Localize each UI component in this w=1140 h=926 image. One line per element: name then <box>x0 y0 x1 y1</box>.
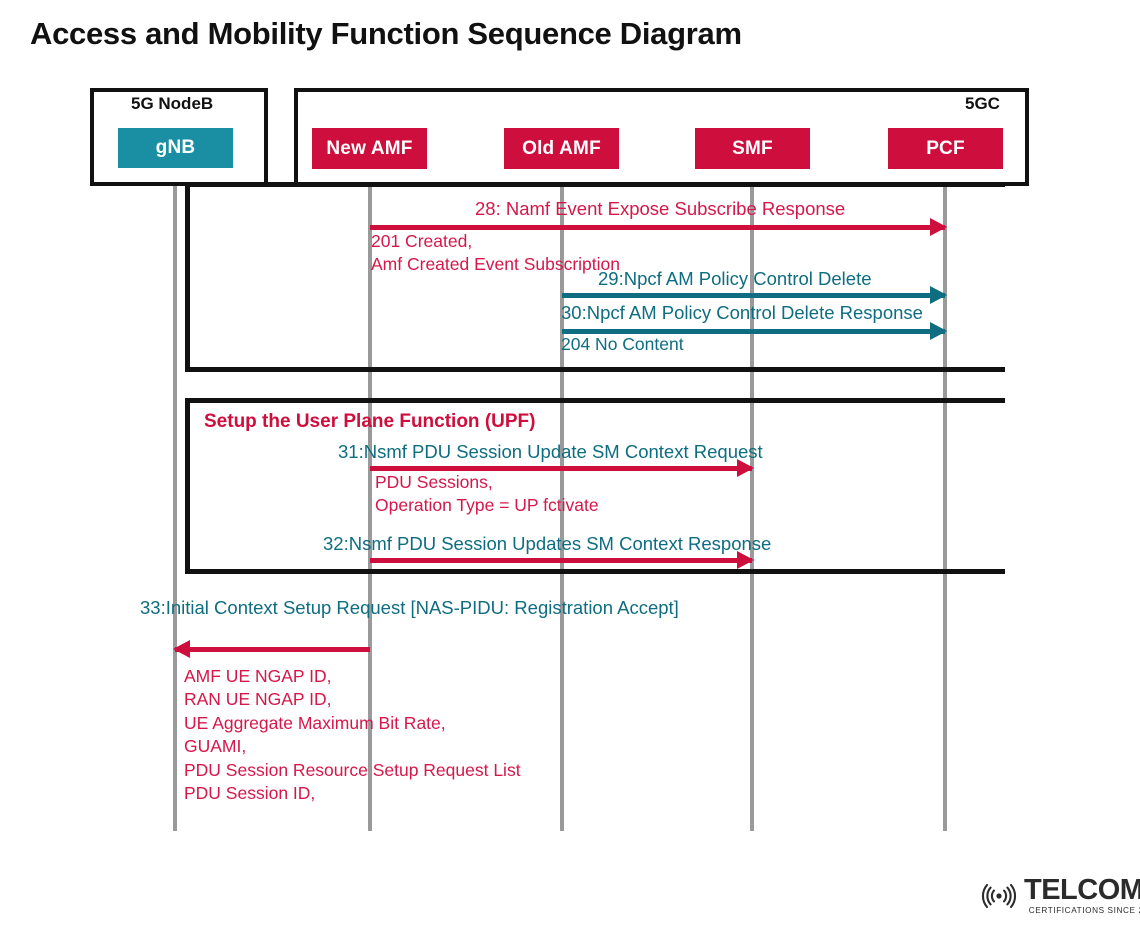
logo-tagline-text: CERTIFICATIONS SINCE 2009 <box>1028 906 1140 915</box>
group-label-5gc: 5GC <box>965 94 1000 113</box>
message-31-label: 31:Nsmf PDU Session Update SM Context Re… <box>338 441 763 462</box>
arrow-line <box>370 225 945 230</box>
frame-left-edge <box>185 398 190 574</box>
arrow-head-right <box>737 551 754 569</box>
message-33-label: 33:Initial Context Setup Request [NAS-PI… <box>140 597 679 618</box>
message-30-label: 30:Npcf AM Policy Control Delete Respons… <box>561 302 923 323</box>
frame-upf-block <box>185 398 1005 574</box>
lifeline-gnb <box>173 148 177 831</box>
message-33-note: AMF UE NGAP ID, RAN UE NGAP ID, UE Aggre… <box>184 666 521 804</box>
actor-smf[interactable]: SMF <box>695 128 810 169</box>
frame-bottom-edge <box>185 569 1005 574</box>
arrow-line <box>370 558 752 563</box>
actor-gnb[interactable]: gNB <box>118 128 233 168</box>
lifeline-pcf <box>943 148 947 831</box>
frame-left-edge <box>185 182 190 372</box>
message-32-label: 32:Nsmf PDU Session Updates SM Context R… <box>323 533 772 554</box>
arrow-line <box>562 293 945 298</box>
arrow-head-right <box>930 286 947 304</box>
actor-old-amf[interactable]: Old AMF <box>504 128 619 169</box>
arrow-head-right <box>737 459 754 477</box>
lifeline-old-amf <box>560 148 564 831</box>
message-31-note: PDU Sessions, Operation Type = UP fctiva… <box>375 472 599 516</box>
wireless-signal-icon <box>981 883 1017 908</box>
frame-policy-block <box>185 182 1005 372</box>
arrow-line <box>370 466 752 471</box>
message-30-note: 204 No Content <box>561 334 684 354</box>
message-29-label: 29:Npcf AM Policy Control Delete <box>598 268 872 289</box>
arrow-line <box>562 329 945 334</box>
message-28-note: 201 Created, Amf Created Event Subscript… <box>371 231 621 275</box>
actor-new-amf[interactable]: New AMF <box>312 128 427 169</box>
lifeline-smf <box>750 148 754 831</box>
arrow-head-right <box>930 322 947 340</box>
message-28-label: 28: Namf Event Expose Subscribe Response <box>475 198 846 219</box>
logo-wordmark: TELCOMA CERTIFICATIONS SINCE 2009 <box>1024 876 1140 915</box>
frame-bottom-edge <box>185 367 1005 372</box>
frame-top-edge <box>185 398 1005 403</box>
group-label-5g-nodeb: 5G NodeB <box>131 94 214 113</box>
telcoma-logo: TELCOMA CERTIFICATIONS SINCE 2009 <box>980 876 1140 915</box>
lifeline-new-amf <box>368 148 372 831</box>
actor-pcf[interactable]: PCF <box>888 128 1003 169</box>
arrow-line <box>175 647 370 652</box>
logo-brand-text: TELCOMA <box>1024 874 1140 906</box>
arrow-head-right <box>930 218 947 236</box>
arrow-head-left <box>173 640 190 658</box>
frame-label-upf: Setup the User Plane Function (UPF) <box>204 411 536 432</box>
page-title: Access and Mobility Function Sequence Di… <box>30 16 742 51</box>
frame-top-edge <box>185 182 1005 187</box>
